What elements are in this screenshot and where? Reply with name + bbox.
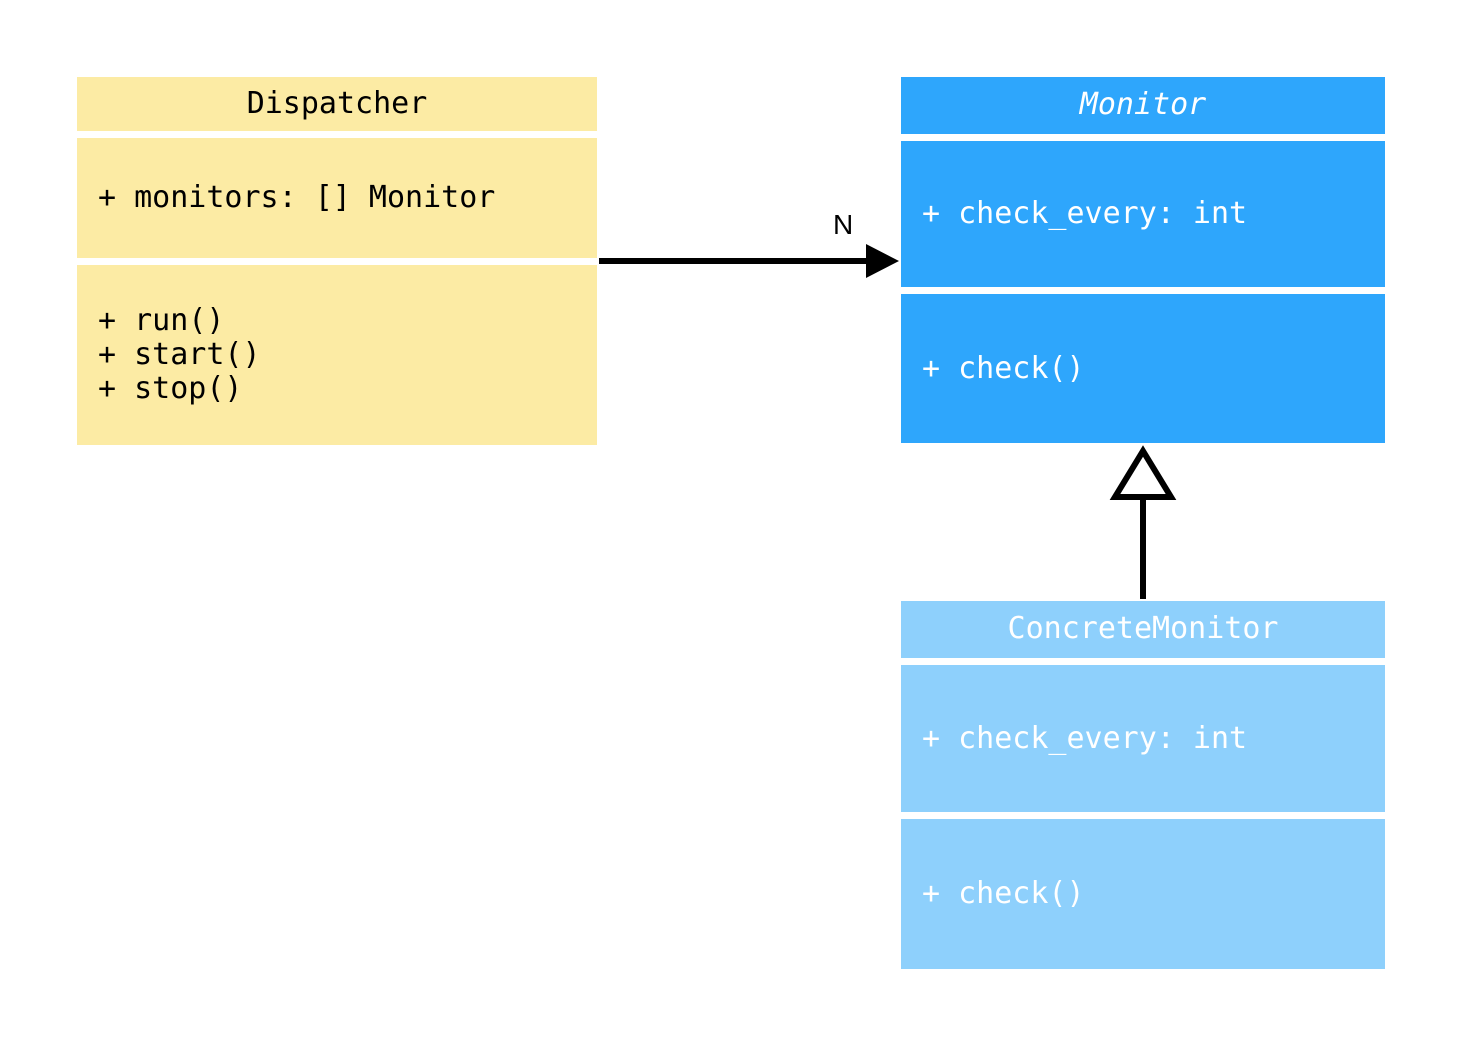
attribute-check-every: + check_every: int xyxy=(922,720,1248,756)
association-multiplicity-label: N xyxy=(833,209,854,240)
attribute-monitors: + monitors: [] Monitor xyxy=(98,180,496,215)
compartment-divider xyxy=(901,287,1385,294)
method-list-dispatcher: + run() + start() + stop() xyxy=(98,303,261,406)
compartment-divider xyxy=(77,258,597,265)
class-methods-concrete-monitor: + check() xyxy=(901,819,1385,969)
attribute-check-every: + check_every: int xyxy=(922,196,1248,231)
class-box-dispatcher[interactable]: Dispatcher + monitors: [] Monitor + run(… xyxy=(77,77,597,445)
class-name-dispatcher: Dispatcher xyxy=(246,85,428,121)
class-name-monitor: Monitor xyxy=(1079,87,1207,123)
generalization-concrete-monitor-monitor xyxy=(1109,445,1177,599)
generalization-triangle-icon xyxy=(1109,445,1177,500)
compartment-divider xyxy=(901,658,1385,665)
class-attributes-dispatcher: + monitors: [] Monitor xyxy=(77,138,597,258)
compartment-divider xyxy=(77,131,597,138)
class-methods-dispatcher: + run() + start() + stop() xyxy=(77,265,597,445)
method-check: + check() xyxy=(922,876,1085,911)
compartment-divider xyxy=(901,134,1385,141)
class-box-monitor[interactable]: Monitor + check_every: int + check() xyxy=(901,77,1385,443)
class-methods-monitor: + check() xyxy=(901,294,1385,443)
association-dispatcher-monitor xyxy=(599,244,899,278)
compartment-divider xyxy=(901,812,1385,819)
method-check: + check() xyxy=(922,350,1085,386)
class-header-monitor: Monitor xyxy=(901,77,1385,134)
class-header-dispatcher: Dispatcher xyxy=(77,77,597,131)
class-attributes-concrete-monitor: + check_every: int xyxy=(901,665,1385,812)
class-attributes-monitor: + check_every: int xyxy=(901,141,1385,287)
class-name-concrete-monitor: ConcreteMonitor xyxy=(1007,611,1279,647)
class-box-concrete-monitor[interactable]: ConcreteMonitor + check_every: int + che… xyxy=(901,601,1385,969)
association-arrowhead-icon xyxy=(866,244,899,278)
class-header-concrete-monitor: ConcreteMonitor xyxy=(901,601,1385,658)
